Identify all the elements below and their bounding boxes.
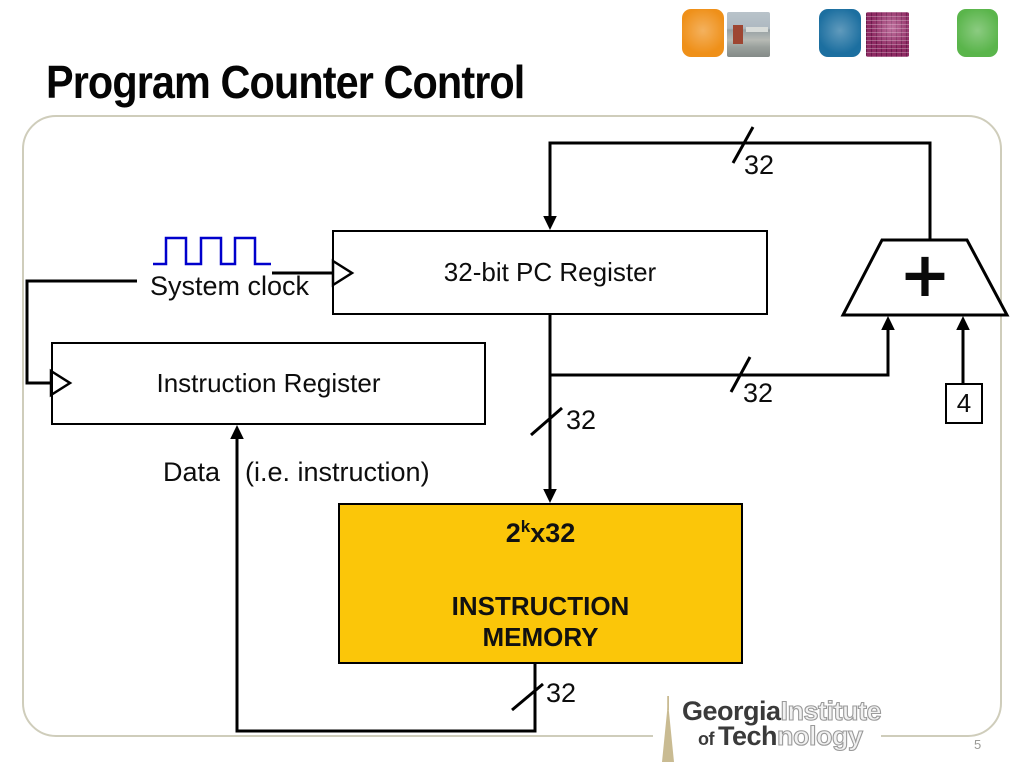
orange-tile-icon (682, 9, 724, 57)
wire-memory-to-ir (235, 439, 537, 733)
wire-adder-to-pc (548, 141, 932, 242)
constant-4-box: 4 (945, 383, 983, 424)
logo-line2: of Technology (698, 721, 864, 751)
arrowhead-adder-right (956, 316, 970, 330)
instruction-memory-label-line1: INSTRUCTION (451, 591, 630, 621)
instruction-memory-label-line2: MEMORY (482, 622, 599, 652)
instruction-register-box: Instruction Register (51, 342, 486, 425)
arrowhead-memory-top (543, 489, 557, 503)
wire-pc-to-adder (550, 330, 890, 377)
data-note-label: (i.e. instruction) (245, 457, 430, 487)
pc-register-box: 32-bit PC Register (332, 230, 768, 315)
adder-shape (840, 238, 1010, 317)
logo-line1: GeorgiaInstitute (682, 696, 882, 726)
system-clock-label: System clock (150, 271, 310, 301)
arrowhead-pc-top (543, 216, 557, 230)
bus-slash-adder-in (729, 356, 752, 393)
page-number: 5 (974, 737, 982, 752)
instruction-memory-size: 2kx32 (505, 517, 576, 548)
campus-photo-building (733, 24, 744, 45)
page-title: Program Counter Control (46, 56, 525, 108)
adder-plus-symbol: + (899, 237, 951, 311)
georgia-tech-logo-text: GeorgiaInstitute of Technology (682, 696, 882, 752)
circuit-photo (866, 12, 909, 57)
pc-register-label: 32-bit PC Register (443, 257, 657, 287)
instruction-register-label: Instruction Register (156, 368, 381, 398)
blue-tile-icon (819, 9, 861, 57)
bus-slash-pc-out (530, 406, 563, 437)
bus-slash-mem-out (511, 682, 544, 712)
instruction-memory-box: 2kx32 INSTRUCTION MEMORY (338, 503, 743, 664)
arrowhead-ir-bottom (230, 425, 244, 439)
wire-clock-to-ir (25, 279, 137, 385)
green-tile-icon (957, 9, 998, 57)
data-label: Data (163, 457, 221, 487)
wires (25, 126, 965, 733)
bus-slash-top (731, 126, 755, 164)
georgia-tech-logo: GeorgiaInstitute of Technology (653, 692, 882, 768)
bus-width-label-adder-in: 32 (743, 378, 774, 408)
bus-width-label-mem-out: 32 (546, 678, 577, 708)
bus-width-label-top: 32 (744, 150, 775, 180)
arrowheads (230, 216, 970, 503)
bus-width-label-pc-out: 32 (566, 405, 597, 435)
clock-waveform (153, 236, 271, 266)
tech-tower-icon (662, 696, 674, 762)
arrowhead-adder-left (881, 316, 895, 330)
campus-photo (727, 12, 770, 57)
constant-4-label: 4 (956, 388, 972, 418)
campus-photo-skyline (746, 27, 768, 32)
